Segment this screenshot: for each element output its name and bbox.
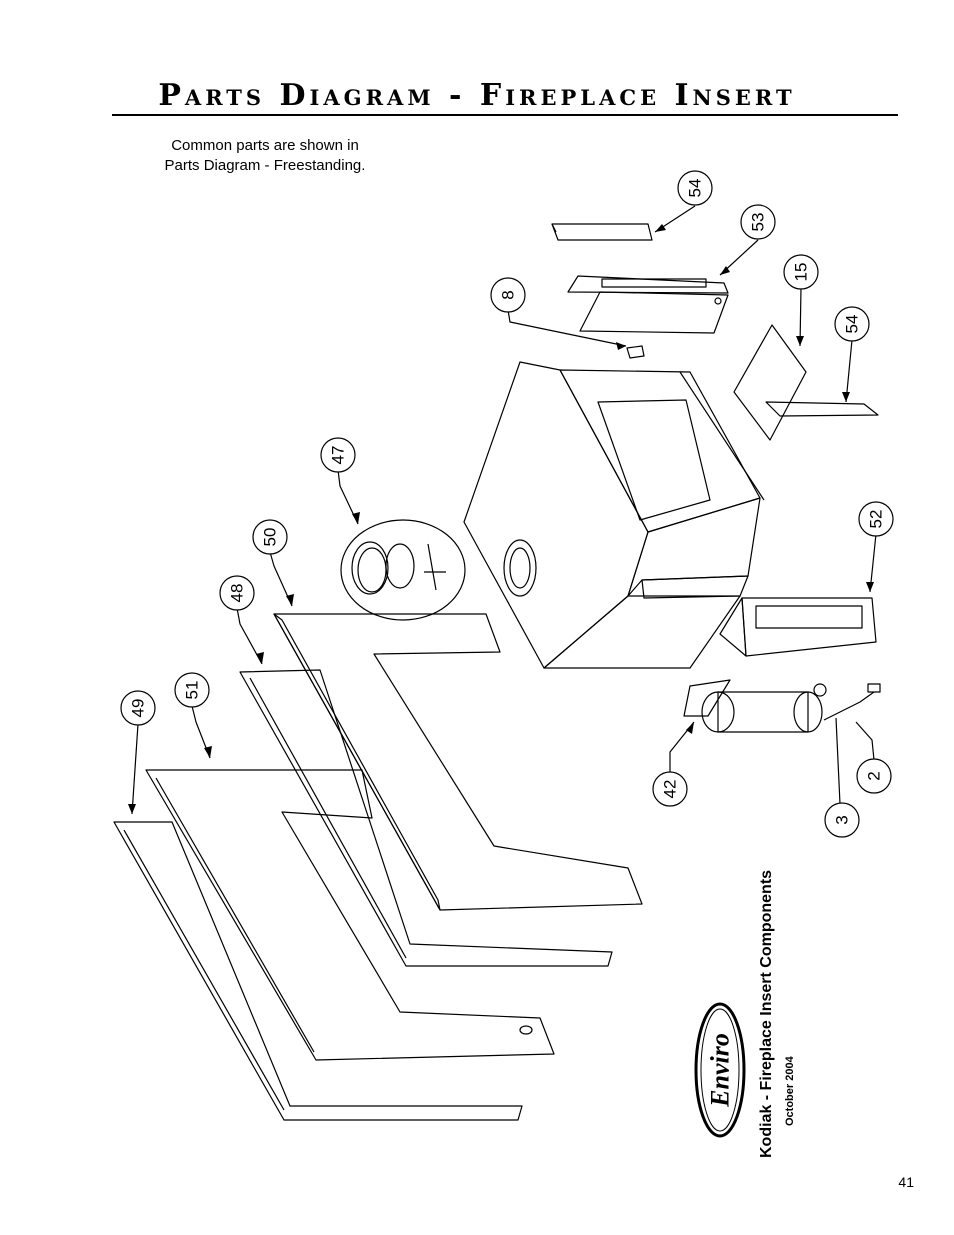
svg-text:8: 8	[499, 290, 518, 299]
callout-8: 8	[490, 277, 526, 313]
svg-text:50: 50	[261, 528, 280, 547]
svg-text:53: 53	[749, 213, 768, 232]
firebox-body	[463, 361, 765, 669]
callout-51: 51	[174, 672, 210, 708]
part-48-trim	[239, 669, 613, 967]
svg-text:2: 2	[865, 771, 884, 780]
product-title: Kodiak - Fireplace Insert Components	[758, 869, 775, 1158]
callout-53: 53	[740, 204, 776, 240]
part-47-collar-assembly	[340, 519, 466, 621]
svg-text:48: 48	[228, 584, 247, 603]
callout-3: 3	[824, 802, 860, 838]
leader-lines	[131, 205, 877, 815]
part-42-blower	[683, 679, 827, 733]
svg-text:51: 51	[183, 681, 202, 700]
part-50-surround	[273, 613, 643, 911]
note-line-2: Parts Diagram - Freestanding.	[164, 157, 366, 174]
document-date: October 2004	[784, 1056, 796, 1126]
callout-47: 47	[320, 437, 356, 473]
svg-text:15: 15	[792, 263, 811, 282]
part-54-baffle-lower	[765, 401, 879, 417]
part-54-baffle	[551, 223, 653, 241]
svg-text:52: 52	[867, 510, 886, 529]
enviro-logo: Enviro	[694, 1002, 746, 1138]
part-52-control-panel	[719, 597, 877, 657]
part-53-top-shield	[567, 275, 729, 334]
part-49-frame	[113, 821, 523, 1121]
note-line-1: Common parts are shown in	[171, 137, 359, 154]
svg-text:54: 54	[686, 179, 705, 198]
callout-2: 2	[856, 758, 892, 794]
part-15-panel	[733, 324, 807, 441]
callout-54-right: 54	[834, 306, 870, 342]
svg-text:49: 49	[129, 699, 148, 718]
callout-48: 48	[219, 575, 255, 611]
title-rule	[112, 114, 898, 116]
page-number: 41	[898, 1174, 914, 1190]
svg-text:3: 3	[833, 815, 852, 824]
part-8-bracket	[626, 345, 645, 359]
leader-arrowheads	[128, 224, 874, 814]
part-51-trim	[145, 769, 555, 1061]
callout-54-top: 54	[677, 170, 713, 206]
svg-text:42: 42	[661, 780, 680, 799]
common-parts-note: Common parts are shown in Parts Diagram …	[140, 136, 390, 176]
svg-text:54: 54	[843, 315, 862, 334]
callout-42: 42	[652, 771, 688, 807]
svg-text:47: 47	[329, 446, 348, 465]
callout-52: 52	[858, 501, 894, 537]
svg-text:Enviro: Enviro	[706, 1033, 735, 1108]
callout-50: 50	[252, 519, 288, 555]
callout-49: 49	[120, 690, 156, 726]
page-title: Parts Diagram - Fireplace Insert	[158, 78, 796, 113]
part-2-power-cord	[823, 683, 881, 721]
callout-15: 15	[783, 254, 819, 290]
